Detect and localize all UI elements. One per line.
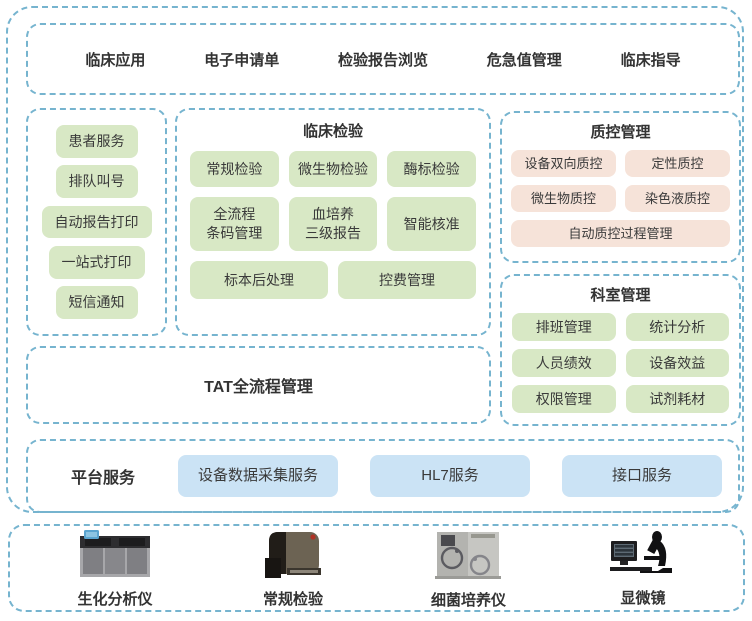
top-row-item-report-browse: 检验报告浏览 <box>337 51 428 69</box>
device-label-routine-test: 常规检验 <box>262 590 323 608</box>
department-row-1: 排班管理 统计分析 <box>512 313 729 341</box>
pill-one-stop-print: 一站式打印 <box>48 245 145 279</box>
department-management-panel: 科室管理 排班管理 统计分析 人员绩效 设备效益 权限管理 试剂耗材 <box>500 274 741 426</box>
devices-panel: 生化分析仪 常规检验 <box>8 524 745 612</box>
top-row-item-critical-value: 危急值管理 <box>486 51 562 69</box>
pill-interface-service: 接口服务 <box>562 455 722 497</box>
pill-queue-calling: 排队叫号 <box>55 165 138 199</box>
quality-control-title: 质控管理 <box>590 124 651 141</box>
pill-statistics-analysis: 统计分析 <box>625 313 729 341</box>
pill-qualitative-qc: 定性质控 <box>625 150 730 177</box>
microscope-with-monitor-image <box>608 529 678 584</box>
pill-patient-service: 患者服务 <box>55 125 138 159</box>
patient-services-panel: 患者服务 排队叫号 自动报告打印 一站式打印 短信通知 <box>26 108 167 336</box>
pill-reagent-consumables: 试剂耗材 <box>625 385 729 413</box>
clinical-test-panel: 临床检验 常规检验 微生物检验 酶标检验 全流程 条码管理 血培养 三级报告 智… <box>175 108 491 336</box>
device-label-microscope: 显微镜 <box>620 589 666 607</box>
qc-row-1: 设备双向质控 定性质控 <box>511 150 730 177</box>
pill-barcode-management: 全流程 条码管理 <box>190 197 279 251</box>
pill-microbiology-qc: 微生物质控 <box>511 185 616 212</box>
pill-routine-test: 常规检验 <box>190 151 279 187</box>
clinical-application-row: 临床应用 电子申请单 检验报告浏览 危急值管理 临床指导 <box>26 23 740 95</box>
clinical-test-row-1: 常规检验 微生物检验 酶标检验 <box>190 151 477 187</box>
pill-device-data-collection-service: 设备数据采集服务 <box>178 455 338 497</box>
pill-permission-management: 权限管理 <box>512 385 616 413</box>
pill-device-bidirectional-qc: 设备双向质控 <box>511 150 616 177</box>
department-row-3: 权限管理 试剂耗材 <box>512 385 729 413</box>
pill-hl7-service: HL7服务 <box>370 455 530 497</box>
device-bacteria-incubator: 细菌培养仪 <box>431 527 506 610</box>
routine-test-machine-image <box>257 528 329 585</box>
qc-row-2: 微生物质控 染色液质控 <box>511 185 730 212</box>
device-label-bacteria-incubator: 细菌培养仪 <box>430 591 506 609</box>
department-management-title: 科室管理 <box>590 287 651 304</box>
device-microscope: 显微镜 <box>608 529 678 608</box>
pill-shift-management: 排班管理 <box>512 313 616 341</box>
top-row-item-clinical-application: 临床应用 <box>85 51 146 69</box>
platform-services-panel: 平台服务 设备数据采集服务 HL7服务 接口服务 <box>26 439 740 513</box>
pill-stain-qc: 染色液质控 <box>625 185 730 212</box>
pill-specimen-post-processing: 标本后处理 <box>190 261 328 299</box>
pill-blood-culture-report: 血培养 三级报告 <box>288 197 378 251</box>
device-routine-test-machine: 常规检验 <box>257 528 329 609</box>
pill-microbiology-test: 微生物检验 <box>288 151 378 187</box>
pill-auto-report-print: 自动报告打印 <box>41 205 152 239</box>
pill-equipment-benefit: 设备效益 <box>625 349 729 377</box>
bacteria-incubator-image <box>431 527 505 586</box>
pill-cost-control: 控费管理 <box>338 261 476 299</box>
pill-elisa-test: 酶标检验 <box>387 151 477 187</box>
department-row-2: 人员绩效 设备效益 <box>512 349 729 377</box>
clinical-test-row-3: 标本后处理 控费管理 <box>190 261 476 299</box>
clinical-test-row-2: 全流程 条码管理 血培养 三级报告 智能核准 <box>190 197 477 251</box>
platform-services-label: 平台服务 <box>70 470 135 487</box>
pill-smart-verification: 智能核准 <box>387 197 477 251</box>
clinical-test-title: 临床检验 <box>302 123 363 140</box>
device-label-biochemistry-analyzer: 生化分析仪 <box>77 590 153 608</box>
top-row-item-electronic-request: 电子申请单 <box>204 51 280 69</box>
qc-row-3: 自动质控过程管理 <box>511 220 730 247</box>
tat-process-panel: TAT全流程管理 <box>26 346 491 424</box>
pill-sms-notice: 短信通知 <box>55 285 138 319</box>
biochemistry-analyzer-image <box>75 528 155 585</box>
pill-staff-performance: 人员绩效 <box>512 349 616 377</box>
outer-container: 临床应用 电子申请单 检验报告浏览 危急值管理 临床指导 患者服务 排队叫号 自… <box>6 6 744 513</box>
quality-control-panel: 质控管理 设备双向质控 定性质控 微生物质控 染色液质控 自动质控过程管理 <box>500 111 741 263</box>
top-row-item-clinical-guidance: 临床指导 <box>620 51 681 69</box>
device-biochemistry-analyzer: 生化分析仪 <box>75 528 155 609</box>
pill-auto-qc-process: 自动质控过程管理 <box>511 220 730 247</box>
